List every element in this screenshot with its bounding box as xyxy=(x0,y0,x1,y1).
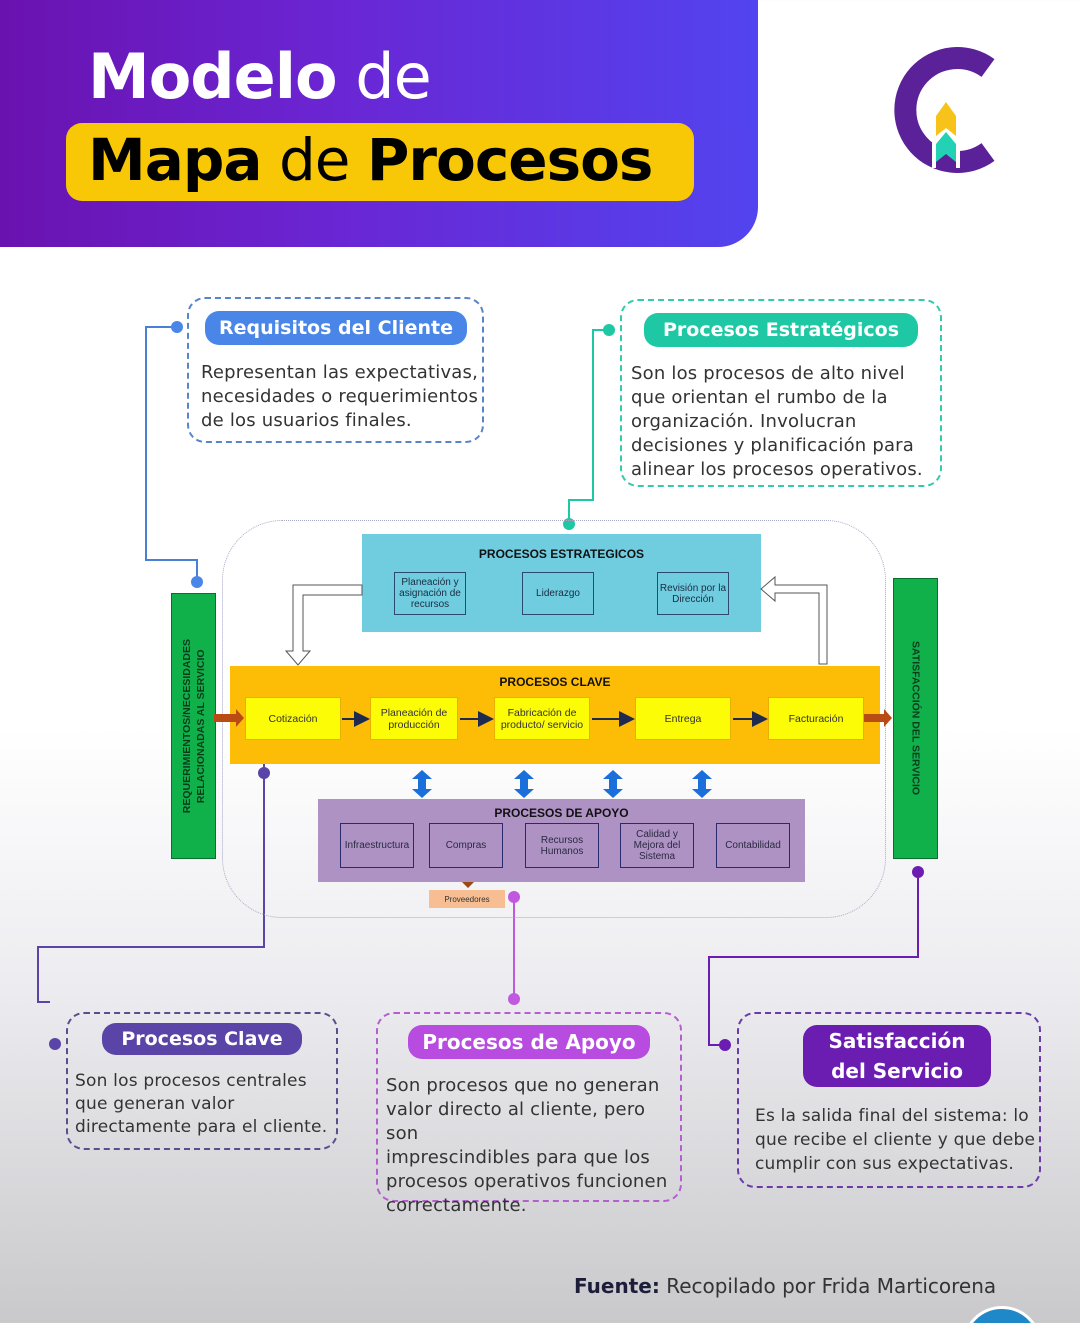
support-item: Compras xyxy=(429,823,503,868)
callout-title: Requisitos del Cliente xyxy=(205,311,467,345)
connector-dot xyxy=(719,1039,731,1051)
suppliers-box: Proveedores xyxy=(429,890,505,908)
key-step: Planeación de producción xyxy=(370,697,458,740)
support-item: Recursos Humanos xyxy=(525,823,599,868)
strategic-item: Liderazgo xyxy=(522,572,594,615)
key-processes-title: PROCESOS CLAVE xyxy=(499,675,611,689)
callout-satisfaccion-servicio: Satisfacción del Servicio Es la salida f… xyxy=(737,1012,1041,1188)
strategic-processes-box: PROCESOS ESTRATEGICOS Planeación y asign… xyxy=(362,534,761,632)
callout-text: Son procesos que no generan valor direct… xyxy=(386,1075,668,1216)
callout-procesos-estrategicos: Procesos Estratégicos Son los procesos d… xyxy=(620,299,942,487)
callout-text: Son los procesos centrales que generan v… xyxy=(75,1071,328,1137)
key-step: Cotización xyxy=(245,697,341,740)
source-credit: Fuente: Recopilado por Frida Marticorena xyxy=(574,1274,997,1298)
callout-title: Satisfacción del Servicio xyxy=(803,1025,991,1087)
callout-title: Procesos de Apoyo xyxy=(408,1025,650,1059)
callout-text: Es la salida final del sistema: lo que r… xyxy=(755,1106,1036,1174)
callout-title: Procesos Estratégicos xyxy=(644,313,918,347)
title-line-2: Mapa de Procesos xyxy=(88,126,653,194)
strategic-title: PROCESOS ESTRATEGICOS xyxy=(478,547,645,561)
callout-text: Son los procesos de alto nivel que orien… xyxy=(631,363,923,480)
key-step: Entrega xyxy=(635,697,731,740)
callout-requisitos-cliente: Requisitos del Cliente Representan las e… xyxy=(187,297,484,443)
connector-dot xyxy=(49,1038,61,1050)
callout-text: Representan las expectativas, necesidade… xyxy=(201,362,479,431)
support-item: Calidad y Mejora del Sistema xyxy=(620,823,694,868)
connector-dot xyxy=(603,324,615,336)
support-processes-box: PROCESOS DE APOYO Infraestructura Compra… xyxy=(318,799,805,882)
title-highlight xyxy=(66,123,694,201)
strategic-item: Planeación y asignación de recursos xyxy=(394,572,466,615)
key-step: Facturación xyxy=(768,697,864,740)
connector-dot xyxy=(508,993,520,1005)
key-step: Fabricación de producto/ servicio xyxy=(494,697,590,740)
rocket-c-logo-icon xyxy=(894,47,995,173)
support-item: Infraestructura xyxy=(340,823,414,868)
input-requirements-bar: REQUERIMIENTOS/NECESIDADES RELACIONADAS … xyxy=(171,593,216,859)
key-processes-box: PROCESOS CLAVE Cotización Planeación de … xyxy=(230,666,880,764)
support-item: Contabilidad xyxy=(716,823,790,868)
callout-procesos-apoyo: Procesos de Apoyo Son procesos que no ge… xyxy=(376,1012,682,1216)
callout-procesos-clave: Procesos Clave Son los procesos centrale… xyxy=(66,1012,338,1150)
connector-dot xyxy=(912,866,924,878)
strategic-item: Revisión por la Dirección xyxy=(657,572,729,615)
corner-badge-icon[interactable] xyxy=(962,1306,1042,1323)
connector-dot xyxy=(191,576,203,588)
callout-title: Procesos Clave xyxy=(102,1023,302,1055)
connector-dot xyxy=(171,321,183,333)
title-line-1: Modelo de xyxy=(88,40,432,113)
support-title: PROCESOS DE APOYO xyxy=(494,806,629,820)
output-satisfaction-bar: SATISFACCIÓN DEL SERVICIO xyxy=(893,578,938,859)
